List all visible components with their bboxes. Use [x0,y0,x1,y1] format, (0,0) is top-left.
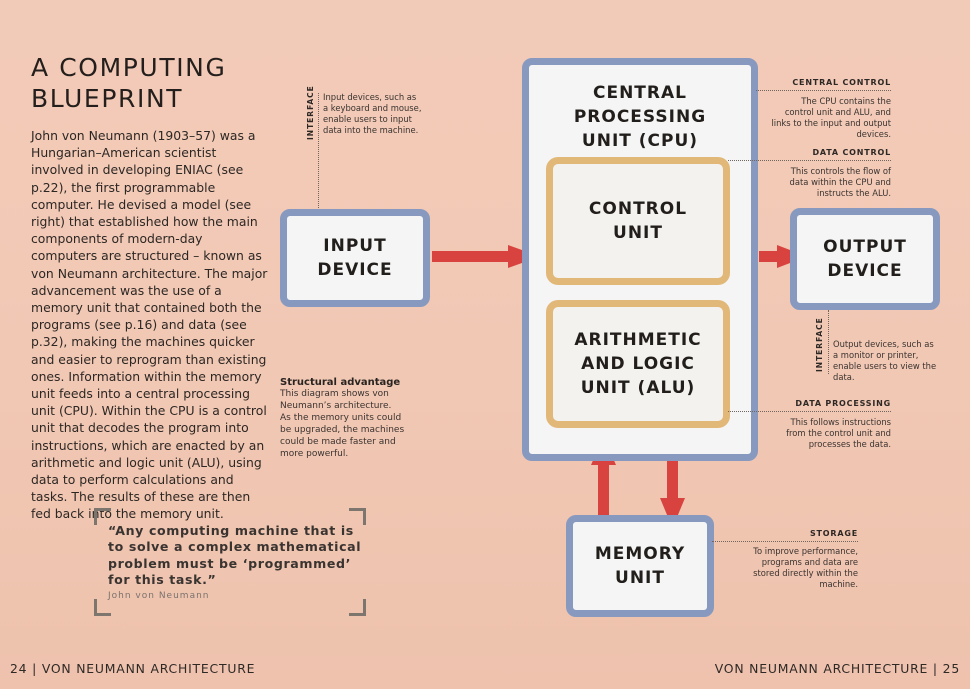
data-control-line [728,160,891,161]
quote-bracket-bottom-right [349,599,366,616]
data-processing-text: This follows instructions from the contr… [786,417,891,449]
quote-block: “Any computing machine that is to solve … [94,508,366,616]
data-control-heading: DATA CONTROL [812,148,891,157]
output-device-box: OUTPUT DEVICE [790,208,940,310]
footer-right: VON NEUMANN ARCHITECTURE | 25 [714,661,960,676]
memory-unit-label: MEMORY UNIT [594,544,686,588]
alu-box: ARITHMETIC AND LOGIC UNIT (ALU) [546,300,730,428]
input-interface-label: INTERFACE [306,85,315,140]
arrow-alu-to-memory [660,456,685,528]
alu-label: ARITHMETIC AND LOGIC UNIT (ALU) [574,330,702,398]
control-unit-label: CONTROL UNIT [588,199,688,243]
output-interface-label: INTERFACE [815,317,824,372]
central-control-text: The CPU contains the control unit and AL… [771,96,891,139]
input-device-box: INPUT DEVICE [280,209,430,307]
footer-left: 24 | VON NEUMANN ARCHITECTURE [10,661,256,676]
storage-text: To improve performance, programs and dat… [753,546,858,589]
structural-text: This diagram shows von Neumann’s archite… [280,389,405,459]
structural-heading: Structural advantage [280,377,401,388]
data-control-text: This controls the flow of data within th… [789,166,891,198]
control-unit-box: CONTROL UNIT [546,157,730,285]
memory-unit-box: MEMORY UNIT [566,515,714,617]
output-interface-line [828,310,829,374]
quote-bracket-bottom-left [94,599,111,616]
output-device-label: OUTPUT DEVICE [823,237,907,281]
output-interface-text: Output devices, such as a monitor or pri… [833,339,937,382]
storage-line [712,541,858,542]
body-paragraph: John von Neumann (1903–57) was a Hungari… [31,128,268,522]
quote-text: “Any computing machine that is to solve … [108,523,362,588]
quote-author: John von Neumann [108,591,210,601]
central-control-heading: CENTRAL CONTROL [792,78,891,87]
input-interface-line [318,93,319,208]
structural-advantage: Structural advantage This diagram shows … [280,377,405,460]
data-processing-heading: DATA PROCESSING [795,399,891,408]
central-control-line [756,90,891,91]
quote-bracket-top-right [349,508,366,525]
storage-heading: STORAGE [809,529,858,538]
input-interface-text: Input devices, such as a keyboard and mo… [323,92,422,135]
input-device-label: INPUT DEVICE [317,236,393,280]
quote-bracket-top-left [94,508,111,525]
page-title: A COMPUTING BLUEPRINT [31,53,227,113]
data-processing-line [728,411,891,412]
cpu-label: CENTRAL PROCESSING UNIT (CPU) [573,83,707,151]
